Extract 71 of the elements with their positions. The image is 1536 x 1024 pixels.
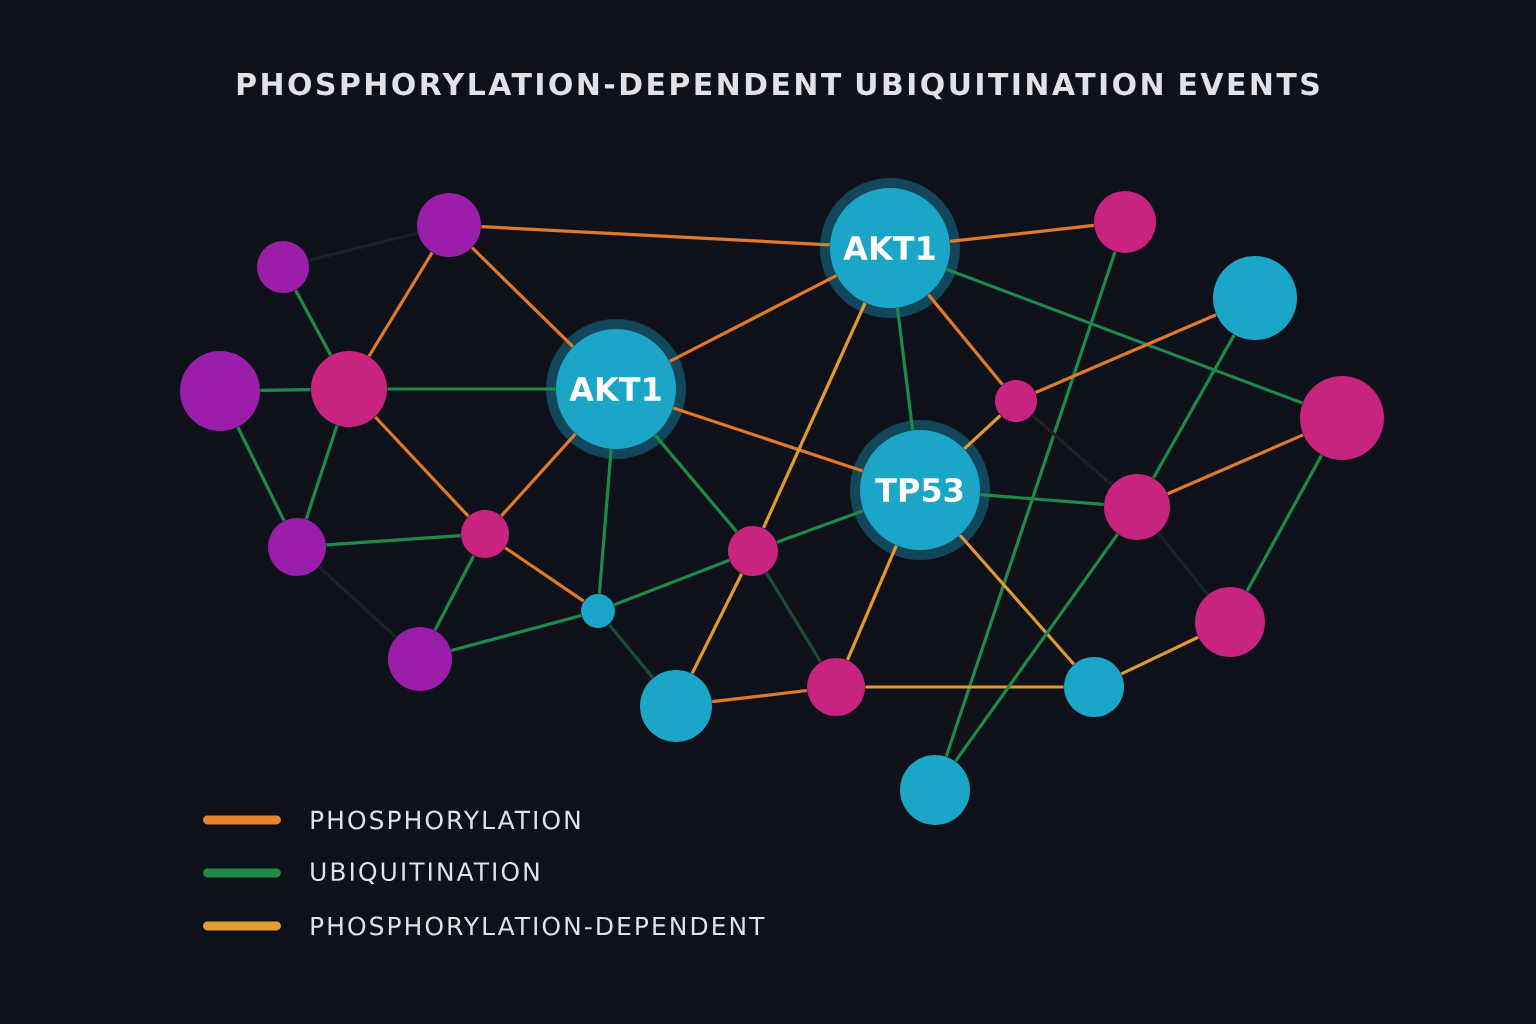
edge-line	[927, 293, 1004, 386]
edge-line	[776, 509, 864, 544]
legend-label: PHOSPHORYLATION-DEPENDENT	[311, 916, 765, 936]
node-circle	[1064, 657, 1124, 717]
edge-line	[945, 267, 1303, 405]
edge-line	[294, 289, 333, 356]
edge-line	[653, 434, 738, 533]
edge-line	[1120, 635, 1199, 676]
edge-line	[1167, 433, 1304, 496]
edge-line	[326, 534, 461, 547]
node-circle	[257, 241, 309, 293]
node-circle	[461, 510, 509, 558]
node-circle	[807, 658, 865, 716]
edge-line	[1035, 313, 1217, 394]
node-circle	[728, 526, 778, 576]
node-circle	[180, 351, 260, 431]
edge-line	[1245, 454, 1323, 592]
edge-line	[367, 251, 434, 358]
edge-line	[387, 387, 556, 391]
edge-line	[764, 571, 823, 663]
node-circle	[417, 193, 481, 257]
edge-line	[613, 558, 730, 607]
node-circle	[995, 380, 1037, 422]
edge-line	[949, 223, 1094, 243]
edge-line	[963, 414, 1002, 451]
edge-line	[1152, 334, 1236, 479]
edge-line	[597, 449, 613, 594]
protein-node: AKT1	[556, 329, 676, 449]
edge-line	[958, 534, 1076, 666]
title: PHOSPHORYLATION-DEPENDENT UBIQUITINATION EVENTS	[237, 72, 1319, 100]
protein-node: TP53	[860, 430, 980, 550]
node-circle	[268, 518, 326, 576]
legend-label: UBIQUITINATION	[311, 862, 539, 884]
node-circle	[1300, 376, 1384, 460]
edge-line	[374, 415, 470, 518]
edge-line	[711, 688, 807, 704]
node-circle	[1094, 191, 1156, 253]
edge-line	[304, 424, 339, 520]
edge-line	[450, 614, 582, 653]
node-circle	[388, 627, 452, 691]
edge-line	[433, 554, 476, 631]
edge-line	[865, 685, 1064, 689]
edge-line	[308, 231, 418, 263]
node-circle	[1213, 256, 1297, 340]
edge-line	[607, 623, 655, 679]
edge-line	[481, 225, 830, 247]
edge-line	[980, 493, 1104, 506]
edge-line	[668, 274, 838, 363]
edge-line	[504, 546, 585, 603]
edge-line	[672, 406, 864, 473]
edge-line	[1156, 531, 1209, 596]
edge-line	[895, 307, 915, 431]
edge-line	[1031, 413, 1113, 487]
legend-label: PHOSPHORYLATION	[311, 810, 580, 830]
node-circle	[900, 755, 970, 825]
edge-line	[317, 565, 398, 639]
node-circle	[640, 670, 712, 742]
edge-line	[500, 432, 577, 517]
edge-line	[944, 251, 1117, 757]
edge-line	[762, 302, 867, 529]
node-circle	[581, 594, 615, 628]
edge-line	[690, 573, 744, 675]
node-circle	[1104, 474, 1170, 540]
edge-line	[846, 544, 898, 661]
node-circle	[311, 351, 387, 427]
edge-line	[260, 388, 311, 392]
edge-line	[471, 246, 575, 348]
node-circle	[1195, 587, 1265, 657]
edge-line	[954, 533, 1119, 763]
protein-node: AKT1	[830, 188, 950, 308]
edge-line	[236, 426, 286, 522]
